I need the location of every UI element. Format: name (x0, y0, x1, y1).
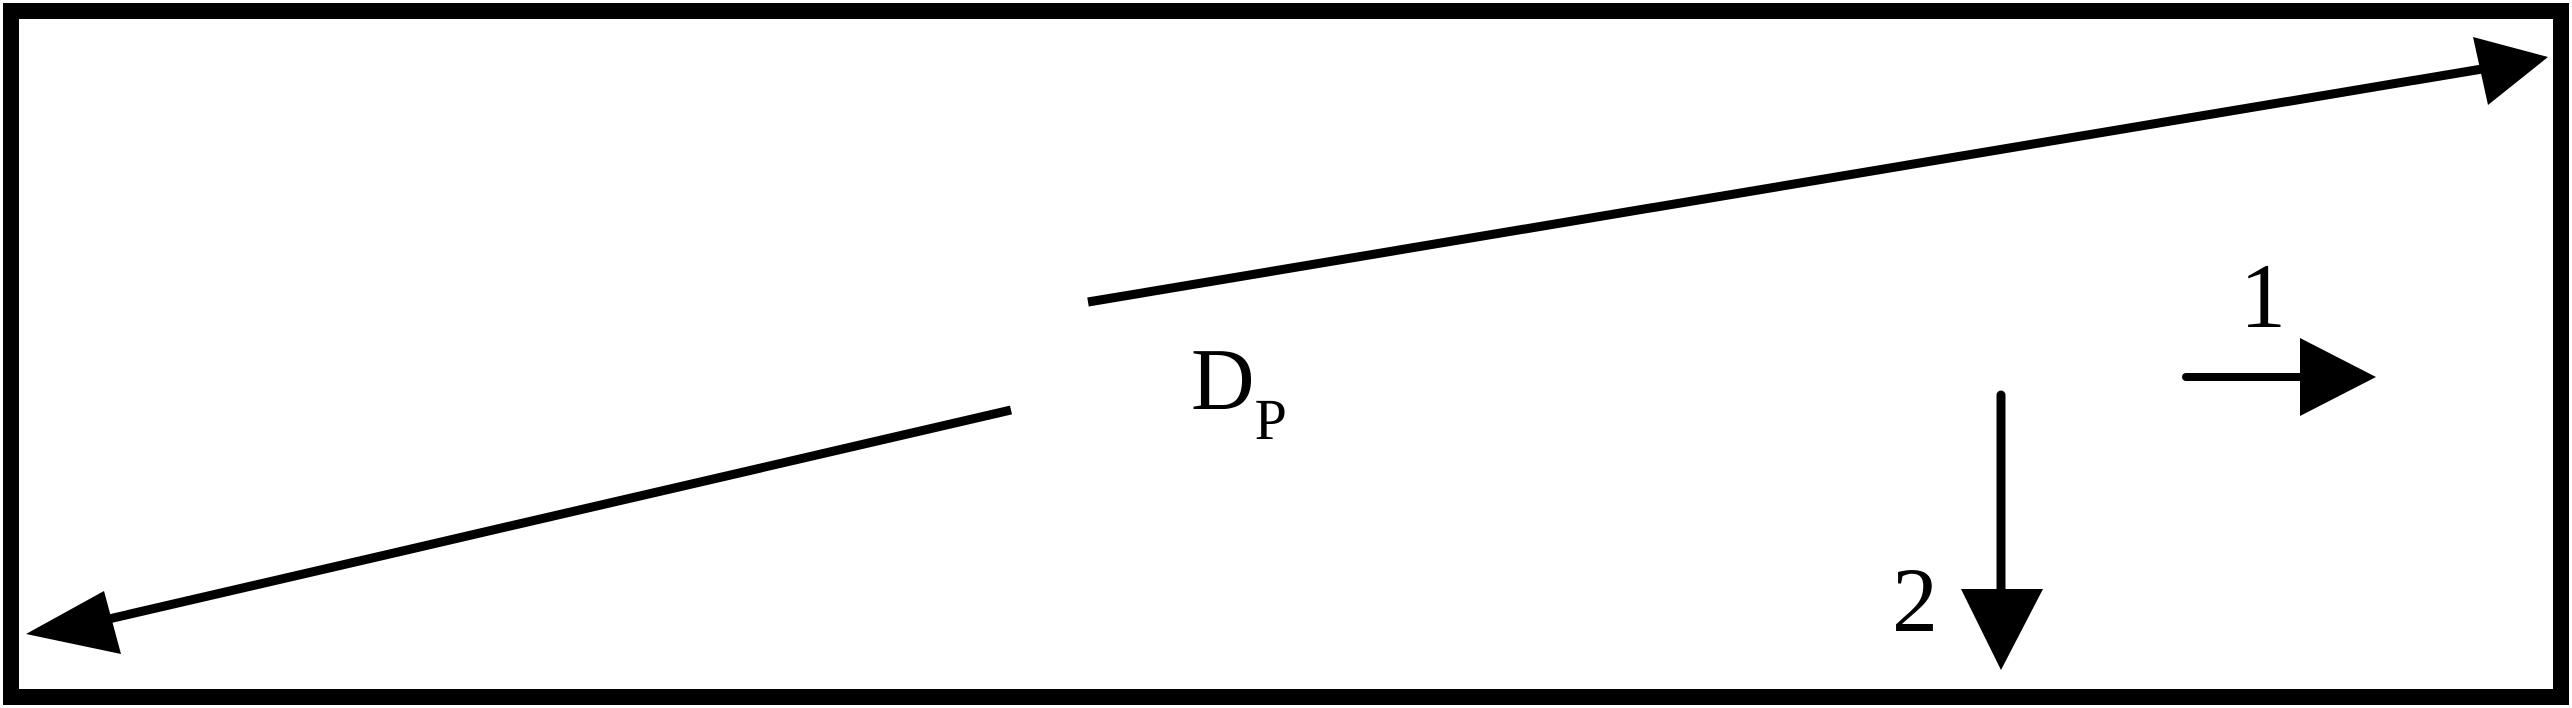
direction-1-label: 1 (2240, 245, 2286, 347)
arrow-down-left-icon (26, 405, 1013, 654)
main-label: DP (1191, 332, 1287, 452)
frame-border (3, 3, 2569, 705)
arrow-up-right-icon (1087, 37, 2548, 307)
main-label-letter: D (1191, 332, 1255, 429)
arrow-down-icon (1961, 390, 2043, 670)
arrow-right-icon (2182, 338, 2376, 416)
direction-2-label: 2 (1892, 549, 1938, 651)
main-label-subscript: P (1255, 387, 1287, 452)
